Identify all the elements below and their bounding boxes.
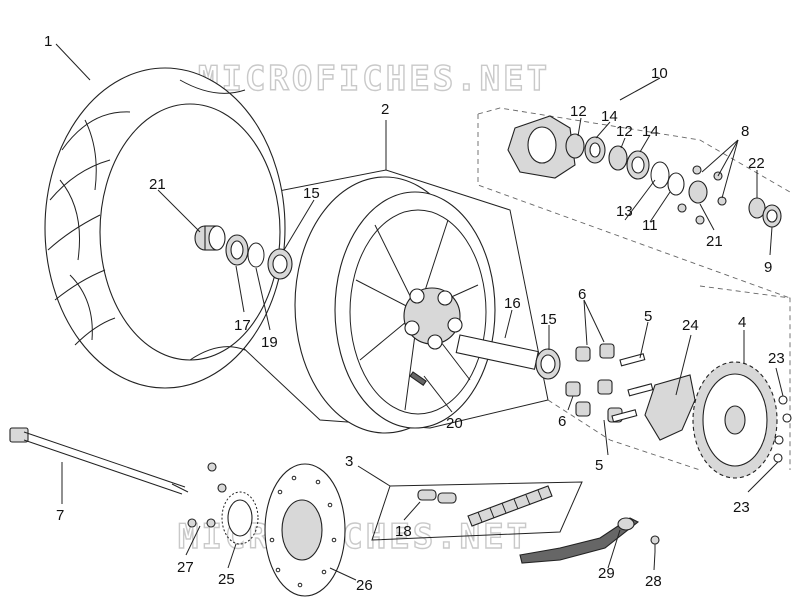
drive-chain: [467, 485, 553, 527]
callout-15-left: 15: [303, 185, 320, 202]
callout-4: 4: [738, 314, 746, 331]
bolts-27: [187, 462, 227, 528]
callout-23-bottom: 23: [733, 499, 750, 516]
callout-12-a: 12: [570, 103, 587, 120]
callout-6-bottom: 6: [558, 413, 566, 430]
studs-5: [611, 353, 654, 423]
callout-27: 27: [177, 559, 194, 576]
callout-7: 7: [56, 507, 64, 524]
callout-25: 25: [218, 571, 235, 588]
spacer-11: [667, 172, 708, 204]
callout-12-b: 12: [616, 123, 633, 140]
callout-19: 19: [261, 334, 278, 351]
callout-24: 24: [682, 317, 699, 334]
spacer-9: [762, 204, 782, 228]
circlip-13: [650, 161, 670, 189]
callout-14-b: 14: [642, 123, 659, 140]
callout-5-bottom: 5: [595, 457, 603, 474]
callout-16: 16: [504, 295, 521, 312]
callout-22: 22: [748, 155, 765, 172]
leader-lines: [55, 43, 784, 581]
washers-23: [773, 395, 792, 463]
group-5-6-dashed-box: [547, 285, 791, 471]
chain-guard-24: [644, 374, 696, 441]
callout-28: 28: [645, 573, 662, 590]
callout-23-top: 23: [768, 350, 785, 367]
chain-master-link-18: [417, 489, 457, 504]
callout-20: 20: [446, 415, 463, 432]
callout-5-top: 5: [644, 308, 652, 325]
bearing-14a: [584, 136, 606, 164]
callout-8: 8: [741, 123, 749, 140]
screw-28: [650, 535, 660, 552]
callout-15-right: 15: [540, 311, 557, 328]
callout-11: 11: [642, 217, 658, 234]
bearing-12a: [565, 133, 585, 159]
damper-rubbers-6: [565, 343, 623, 423]
bearing-14b: [626, 150, 650, 180]
callout-1: 1: [44, 33, 52, 50]
callout-3: 3: [345, 453, 353, 470]
group-3-outline: [371, 481, 583, 541]
bearing-12b: [608, 145, 628, 171]
callout-10: 10: [651, 65, 668, 82]
valve-20: [409, 371, 427, 387]
callout-21-left: 21: [149, 176, 166, 193]
callout-18: 18: [395, 523, 412, 540]
watermark-top: MICROFICHES.NET: [198, 59, 550, 99]
sprocket-flange: [507, 115, 576, 179]
callout-14-a: 14: [601, 108, 618, 125]
bearing-15-right: [535, 348, 561, 380]
rim: [294, 176, 496, 434]
chain-slider-29: [519, 517, 640, 564]
rear-sprocket: [692, 361, 778, 479]
circlip-19: [247, 242, 265, 268]
callout-9: 9: [764, 259, 772, 276]
callout-26: 26: [356, 577, 373, 594]
callout-6-top: 6: [578, 286, 586, 303]
callout-17: 17: [234, 317, 251, 334]
bearing-15-left: [267, 248, 293, 280]
abs-tone-ring-25: [221, 491, 259, 545]
callout-21-right: 21: [706, 233, 723, 250]
oil-seal-17: [225, 234, 249, 266]
rear-axle: [9, 427, 189, 495]
callout-2: 2: [381, 101, 389, 118]
callout-29: 29: [598, 565, 615, 582]
group-10-dashed-box: [477, 107, 791, 299]
hub-spacer-left: [194, 225, 226, 251]
brake-disc-26: [264, 463, 346, 597]
callout-13: 13: [616, 203, 633, 220]
tire: [44, 67, 286, 389]
callout-numbers: 1 2 3 4 5 5 6 6 7 8 9 10 11 12 12 13 14 …: [44, 33, 785, 594]
